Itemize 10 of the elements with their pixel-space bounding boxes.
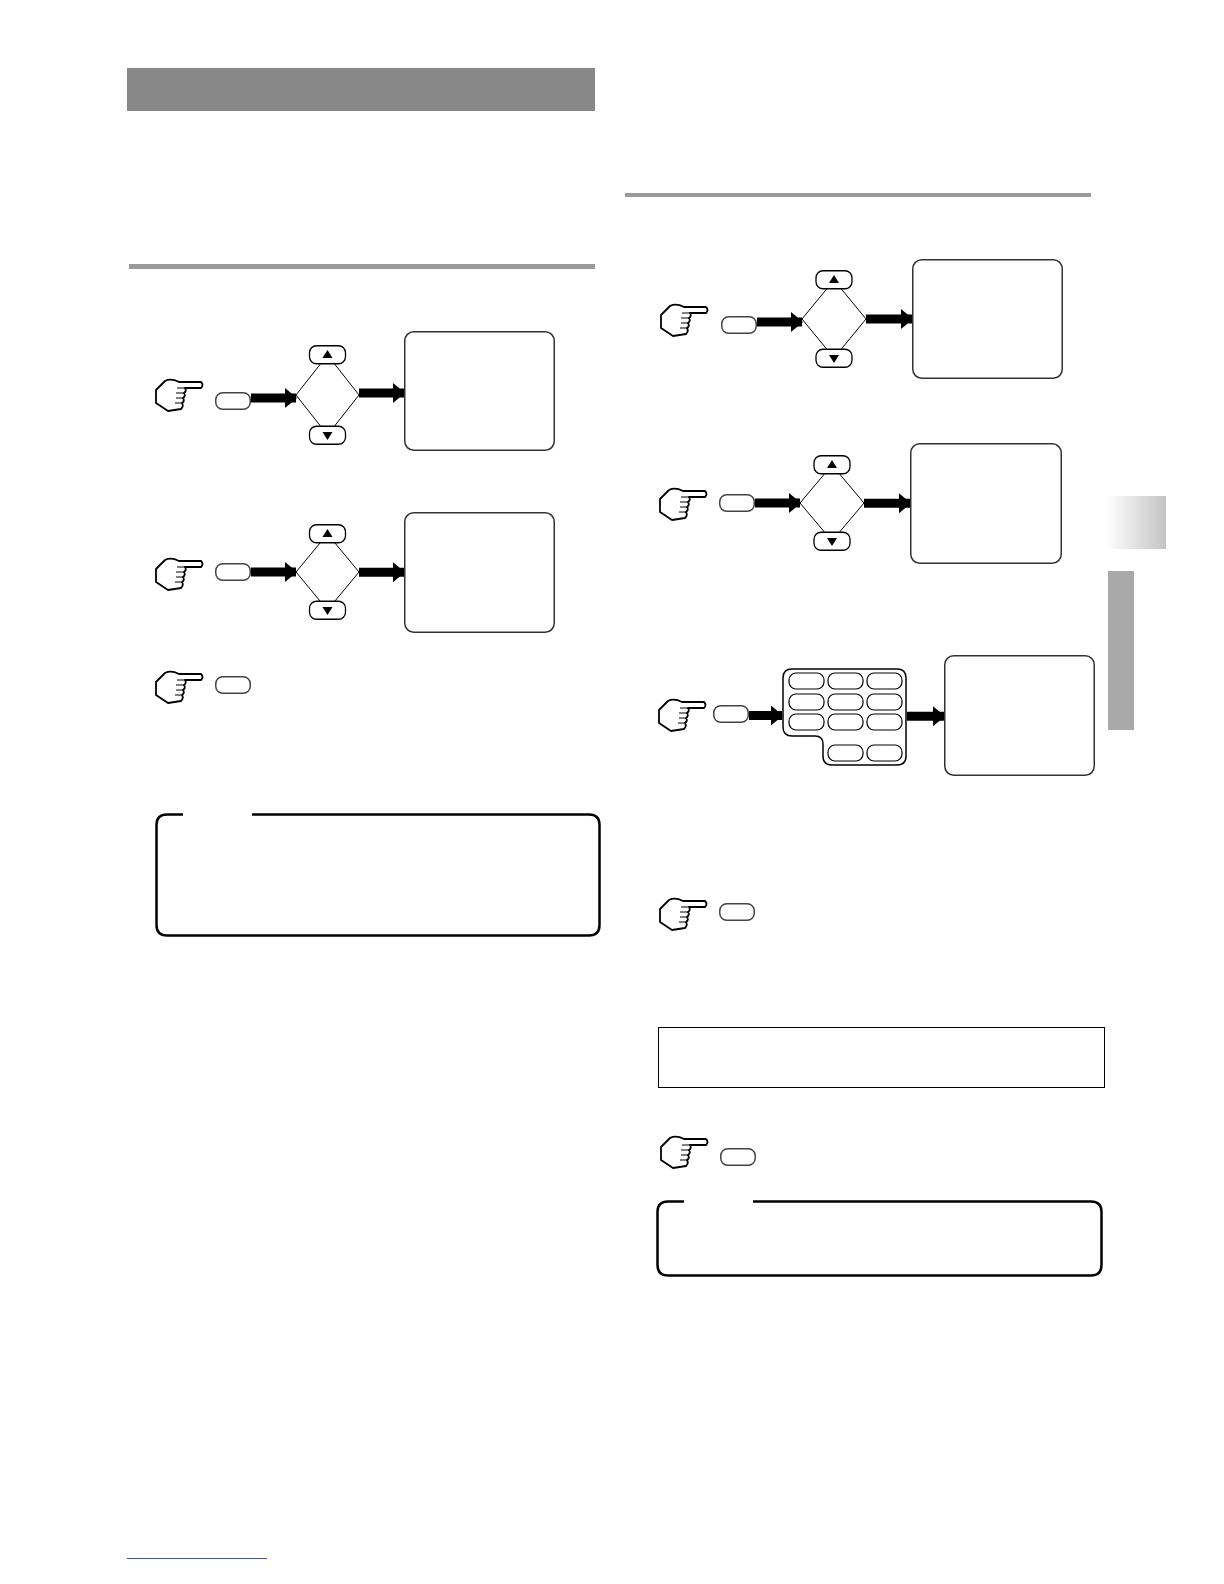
arrow	[907, 706, 945, 727]
arrow	[251, 388, 297, 408]
arrow	[251, 562, 297, 582]
arrow	[864, 493, 911, 514]
arrow	[755, 493, 801, 513]
arrow	[359, 383, 405, 403]
arrow	[757, 312, 803, 332]
arrow	[359, 562, 405, 583]
arrow	[749, 705, 783, 726]
arrow	[866, 309, 913, 329]
